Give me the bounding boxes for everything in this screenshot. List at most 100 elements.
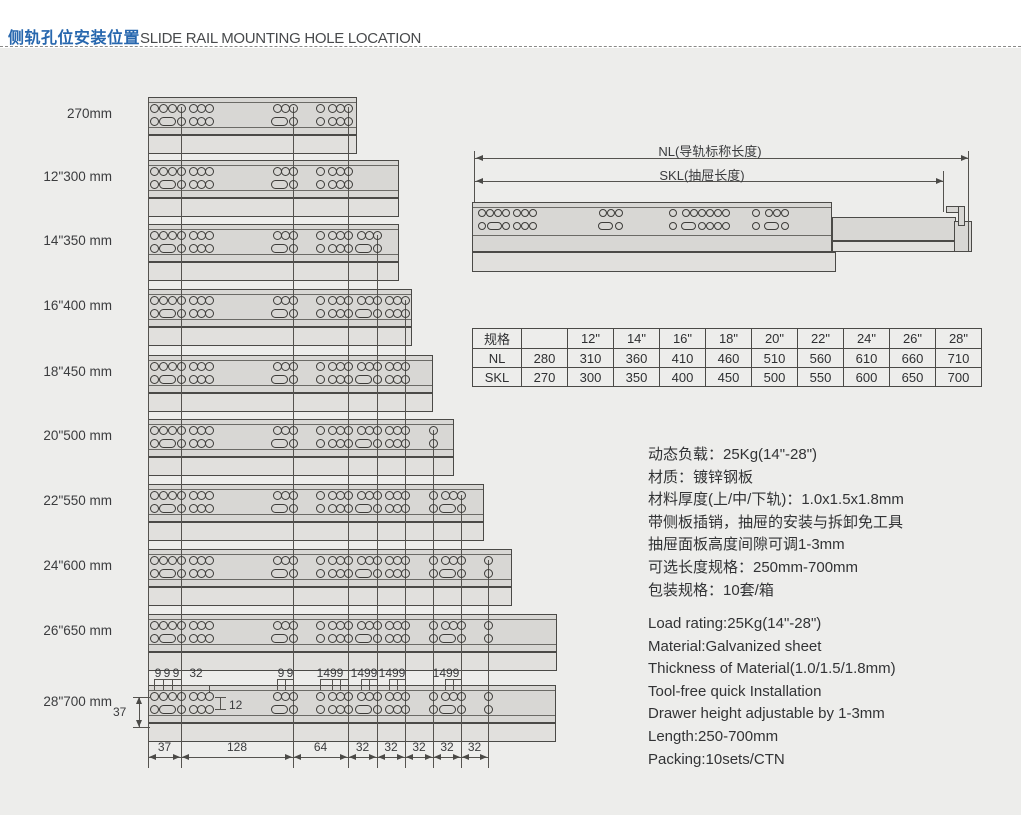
annotation-bracket [320,679,348,680]
mounting-hole [502,209,510,217]
mounting-hole [315,633,325,643]
mounting-slot [271,438,288,448]
chain-segment [148,757,181,758]
table-value-cell: 20" [751,328,798,349]
mounting-slot [355,438,372,448]
rail-length-label: 28"700 mm [43,694,112,709]
dimension-arrow-r [369,754,376,760]
table-value-cell: 650 [889,367,936,387]
rail-lower-member [148,587,512,606]
mounting-hole [615,222,623,230]
mounting-hole [149,425,159,435]
mounting-hole [176,230,186,240]
mounting-hole [158,361,168,371]
annotation-tick [277,679,278,690]
mounting-hole [315,425,325,435]
mounting-hole [288,308,298,318]
rail-top-bevel [149,550,511,555]
mounting-hole [204,503,214,513]
spec-line-cn: 动态负载：25Kg(14"-28") [648,446,818,463]
table-value-cell: 24" [843,328,890,349]
mounting-hole [167,230,177,240]
rail-top-bevel [149,356,432,361]
spec-line-en: Thickness of Material(1.0/1.5/1.8mm) [648,660,896,678]
mounting-slot [159,243,176,253]
annotation-tick [453,679,454,690]
mounting-hole [343,103,353,113]
dimension-arrow-r [425,754,432,760]
chain-dim-number: 32 [384,740,398,754]
rail-body-24"600 mm [148,549,512,587]
mounting-hole [158,425,168,435]
mounting-hole [288,620,298,630]
mounting-hole [204,620,214,630]
mounting-hole [372,633,382,643]
mounting-hole [706,222,714,230]
mounting-hole [149,179,159,189]
mounting-hole [343,490,353,500]
dim37-line [139,697,140,727]
mounting-slot [355,704,372,714]
annotation-tick [361,679,362,690]
mounting-hole [428,555,438,565]
rail-length-label: 12"300 mm [43,169,112,184]
hole-spacing-number: 1499 [316,666,344,680]
mounting-hole [483,691,493,701]
annotation-tick [369,679,370,690]
mounting-slot [271,568,288,578]
mounting-hole [288,555,298,565]
rail-divider-line [149,449,453,450]
mounting-hole [315,166,325,176]
mounting-hole [288,230,298,240]
mounting-hole [176,425,186,435]
mounting-hole [204,308,214,318]
chain-segment [377,757,405,758]
table-value-cell: 310 [567,348,614,368]
mounting-hole [343,555,353,565]
dimension-arrow-r [961,155,968,161]
mounting-hole [400,490,410,500]
mounting-hole [204,103,214,113]
annotation-tick [461,679,462,690]
mounting-hole [428,438,438,448]
mounting-slot [355,633,372,643]
rail-divider-line [149,385,432,386]
mounting-hole [149,633,159,643]
mounting-slot [159,116,176,126]
mounting-hole [615,209,623,217]
alignment-line [348,107,349,768]
mounting-hole [343,691,353,701]
table-value-cell: 460 [705,348,752,368]
table-value-cell: 610 [843,348,890,368]
table-value-cell: 350 [613,367,660,387]
annotation-tick [397,679,398,690]
spec-line-en: Material:Galvanized sheet [648,637,822,655]
annotation-tick [389,679,390,690]
rail-length-label: 24"600 mm [43,558,112,573]
table-value-cell: 270 [521,367,568,387]
mounting-hole [372,704,382,714]
mounting-hole [288,361,298,371]
hole-spacing-number: 9 [163,666,171,680]
table-value-cell: 700 [935,367,982,387]
annotation-tick [405,679,406,690]
mounting-hole [400,568,410,578]
table-value-cell: 22" [797,328,844,349]
mounting-slot [159,568,176,578]
mounting-hole [315,103,325,113]
rail-length-label: 22"550 mm [43,493,112,508]
mounting-hole [288,633,298,643]
rail-divider-line [473,235,831,236]
mounting-hole [722,209,730,217]
mounting-hole [204,166,214,176]
mounting-hole [288,425,298,435]
specs-english: Load rating:25Kg(14"-28")Material:Galvan… [648,613,896,771]
mounting-hole [400,620,410,630]
dimension-arrow-r [285,754,292,760]
mounting-hole [176,361,186,371]
mounting-hole [529,222,537,230]
mounting-hole [288,243,298,253]
mounting-hole [400,704,410,714]
mounting-slot [159,503,176,513]
